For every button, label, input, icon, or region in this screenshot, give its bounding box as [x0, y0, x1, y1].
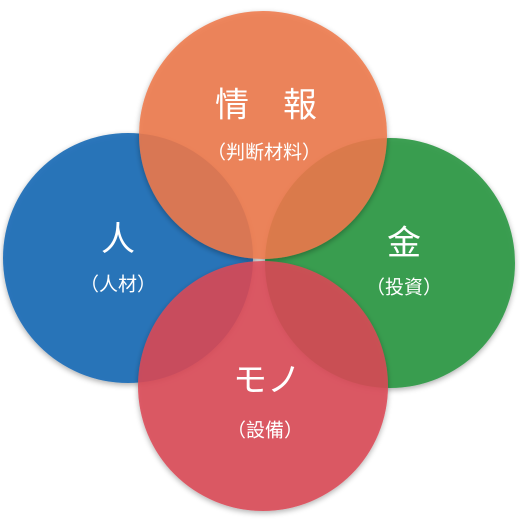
label-bottom-main: モノ [233, 361, 301, 401]
label-top-main: 情 報 [215, 86, 317, 126]
circle-bottom [138, 261, 388, 511]
circle-top [139, 11, 387, 259]
label-bottom-sub: （設備） [227, 420, 303, 442]
label-right-main: 金 [387, 224, 421, 264]
label-top-sub: （判断材料） [207, 142, 321, 164]
label-right-sub: （投資） [366, 277, 442, 299]
label-left-sub: （人材） [80, 274, 156, 296]
label-left-main: 人 [101, 220, 135, 260]
